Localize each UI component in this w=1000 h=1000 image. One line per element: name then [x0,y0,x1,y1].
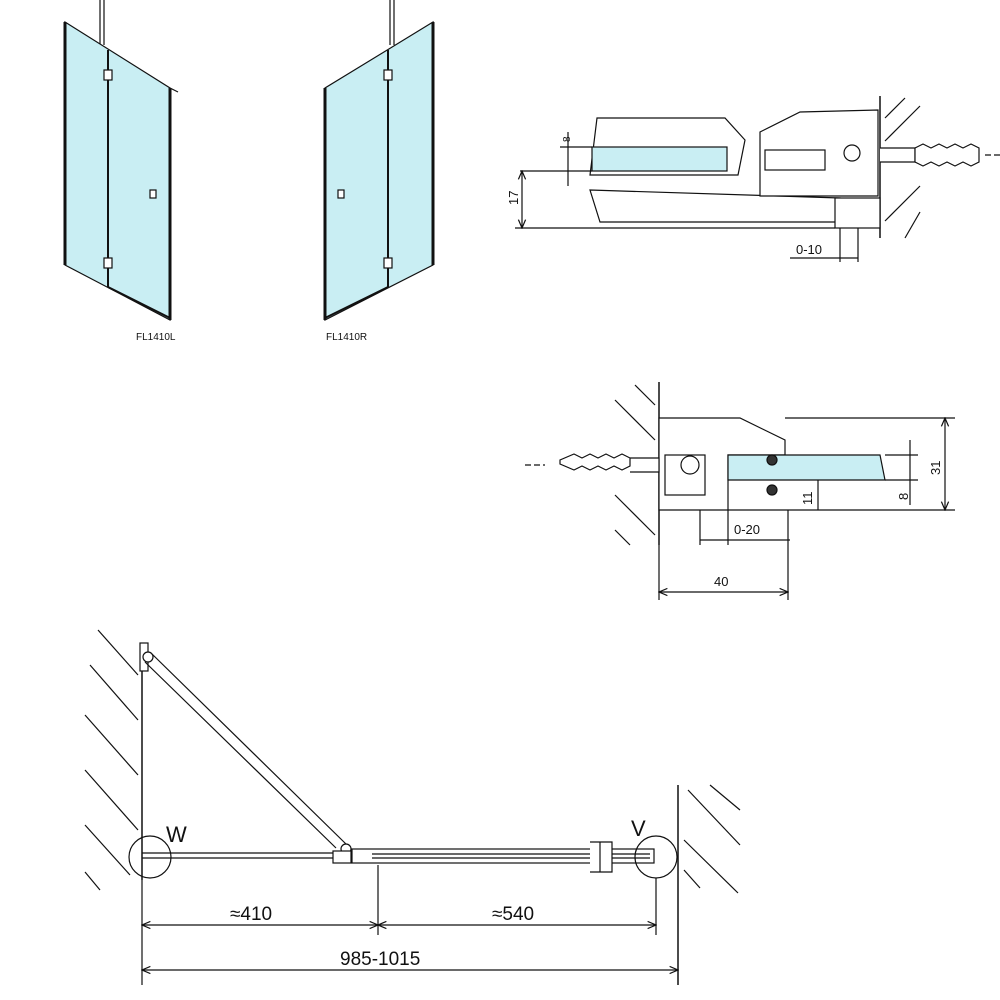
door-handle-right [337,189,345,199]
section-mid-profile [525,382,955,600]
wall-plug-top [914,143,980,167]
detail-circle-w [128,835,172,879]
dim-label-8-mid: 8 [896,493,911,500]
dim-label-0-10: 0-10 [796,242,822,257]
door-panel-plan [351,848,655,864]
hatch-1 [884,97,906,119]
glass-panel-left [64,20,171,321]
model-label-right: FL1410R [326,332,367,343]
hatch-m4 [614,529,631,546]
plan-hatch-l3 [84,714,139,776]
dowel-body-mid [630,457,660,473]
plan-hatch-l1 [97,629,139,676]
wall-label-v: V [631,816,646,841]
dim-label-total: 985-1015 [340,949,420,970]
dowel-body-top [880,147,916,163]
wall-plug-mid [559,453,631,471]
model-label-left: FL1410L [136,332,176,343]
dim-label-540: ≈540 [492,904,534,925]
dim-label-0-20: 0-20 [734,522,760,537]
door-left-perspective [63,0,179,321]
hatch-m3 [614,494,656,536]
dim-label-17: 17 [506,191,521,205]
dim-label-11: 11 [800,492,815,506]
profile-chamber-top [764,149,826,171]
plan-hatch-l6 [84,871,101,891]
dim-label-31: 31 [928,461,943,475]
plan-hatch-r2 [709,784,741,811]
plan-hatch-l2 [89,664,139,721]
hinge-top-right [383,69,393,81]
folded-panel-edge-a [144,661,337,849]
folded-panel-edge-b [151,653,347,845]
door-right-perspective [323,0,435,321]
bottom-edge-right [324,286,389,319]
end-cap-top [834,197,881,229]
plan-hatch-l5 [84,824,131,876]
hinge-bottom-left [103,257,113,269]
wall-label-w: W [166,822,187,847]
hatch-m2 [614,399,656,441]
glass-section-top [591,146,728,172]
seal-bottom-mid [766,484,778,496]
seal-top-mid [766,454,778,466]
pivot-top-plan [142,651,154,663]
hatch-3 [884,185,921,222]
screw-head-mid [680,455,700,475]
hatch-2 [884,105,921,142]
plan-hatch-r3 [683,839,739,894]
dim-label-8-top: 8 [562,136,573,142]
hinge-block-plan [332,850,352,864]
hatch-4 [904,211,921,239]
dim-label-410: ≈410 [230,904,272,925]
handle-plan [590,841,613,873]
screw-head-top [843,144,861,162]
plan-view [84,629,741,985]
hinge-bottom-right [383,257,393,269]
hinge-top-left [103,69,113,81]
plan-hatch-l4 [84,769,139,831]
plan-hatch-r4 [683,869,701,889]
door-handle-left [149,189,157,199]
hatch-m1 [634,384,656,406]
glass-section-mid [727,454,886,481]
plan-hatch-r1 [687,789,741,846]
dim-label-40: 40 [714,574,728,589]
section-top-profile [515,96,1000,262]
bottom-edge-left [107,286,171,319]
glass-panel-right [324,20,434,321]
